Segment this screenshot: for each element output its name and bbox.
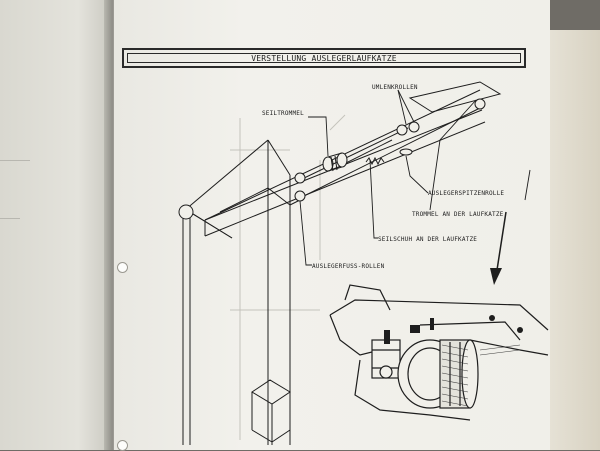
page-stack-edge (548, 30, 600, 450)
binder-hole (117, 262, 128, 273)
trolley-drum (399, 148, 413, 156)
pulley-umlenk-2 (408, 121, 420, 133)
pulley-umlenk-1 (396, 124, 408, 136)
detail-drawing (329, 284, 549, 421)
drum-rope-windings (441, 344, 521, 407)
hoist-rope (182, 207, 233, 445)
label-seilschuh: SEILSCHUH AN DER LAUFKATZE (378, 236, 478, 243)
pulley-spitze (474, 98, 486, 110)
left-page (0, 0, 112, 450)
spring (365, 156, 385, 166)
pulley-fuss-bottom (294, 190, 306, 202)
background-faint-lines (230, 114, 346, 440)
detail-bolts (384, 315, 523, 344)
left-page-mark (0, 160, 30, 161)
jib-tip-pulley (178, 204, 194, 220)
label-auslegerspitzenrolle: AUSLEGERSPITZENROLLE (428, 190, 505, 197)
label-seiltrommel: SEILTROMMEL (262, 110, 304, 117)
tower-mast (184, 139, 291, 445)
jib-arm (204, 81, 502, 237)
label-umlenkrollen: UMLENKROLLEN (372, 84, 418, 91)
mast-box (251, 379, 291, 445)
detail-arrow-line (496, 211, 507, 271)
trolley-ropes (299, 107, 481, 199)
left-page-mark (0, 218, 20, 219)
seiltrommel-drum (322, 152, 348, 172)
arrow-down-left-icon (490, 268, 502, 285)
label-trommel-laufkatze: TROMMEL AN DER LAUFKATZE (412, 211, 504, 218)
label-auslegerfuss: AUSLEGERFUSS-ROLLEN (312, 263, 385, 270)
pulley-fuss-top (294, 172, 306, 184)
title-box: VERSTELLUNG AUSLEGERLAUFKATZE (122, 48, 526, 68)
page-title: VERSTELLUNG AUSLEGERLAUFKATZE (127, 53, 521, 63)
leader-lines (299, 89, 531, 266)
